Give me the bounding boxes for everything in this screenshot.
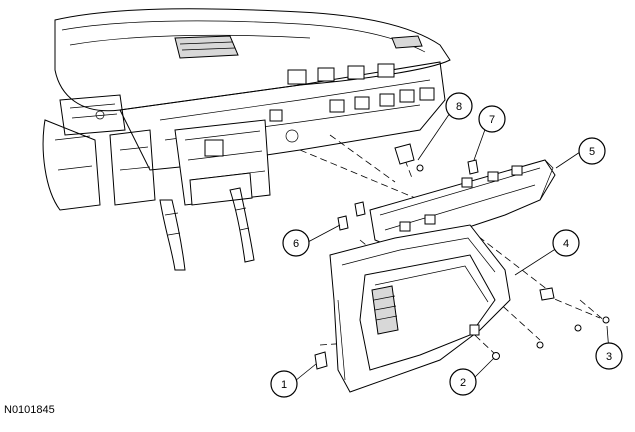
glove-box-panel <box>329 224 555 393</box>
clip-6 <box>337 215 349 231</box>
callout-5-label: 5 <box>589 146 595 158</box>
screw-3b <box>602 316 610 324</box>
callout-6-label: 6 <box>293 238 299 250</box>
clip-6b <box>354 201 366 217</box>
callout-7: 7 <box>478 105 506 133</box>
callout-7-label: 7 <box>489 114 495 126</box>
nut-8 <box>416 164 424 172</box>
screw-3a <box>574 324 582 332</box>
callout-2: 2 <box>449 368 477 396</box>
nut-2 <box>492 352 500 360</box>
clip-7 <box>467 159 479 175</box>
bracket-8 <box>394 143 415 165</box>
callout-8: 8 <box>445 92 473 120</box>
callout-6: 6 <box>282 229 310 257</box>
callout-1-label: 1 <box>281 379 287 391</box>
leader-lines <box>294 109 610 382</box>
callout-3-label: 3 <box>606 351 612 363</box>
callout-4: 4 <box>552 229 580 257</box>
instrument-panel <box>42 8 451 271</box>
callout-3: 3 <box>595 342 623 370</box>
callout-5: 5 <box>578 137 606 165</box>
callout-1: 1 <box>270 370 298 398</box>
figure-id-label: N0101845 <box>4 404 55 416</box>
callout-2-label: 2 <box>460 377 466 389</box>
screw-3c <box>536 341 544 349</box>
clip-1 <box>314 351 328 370</box>
callout-8-label: 8 <box>456 101 462 113</box>
fasteners <box>314 143 610 370</box>
callout-4-label: 4 <box>563 238 569 250</box>
